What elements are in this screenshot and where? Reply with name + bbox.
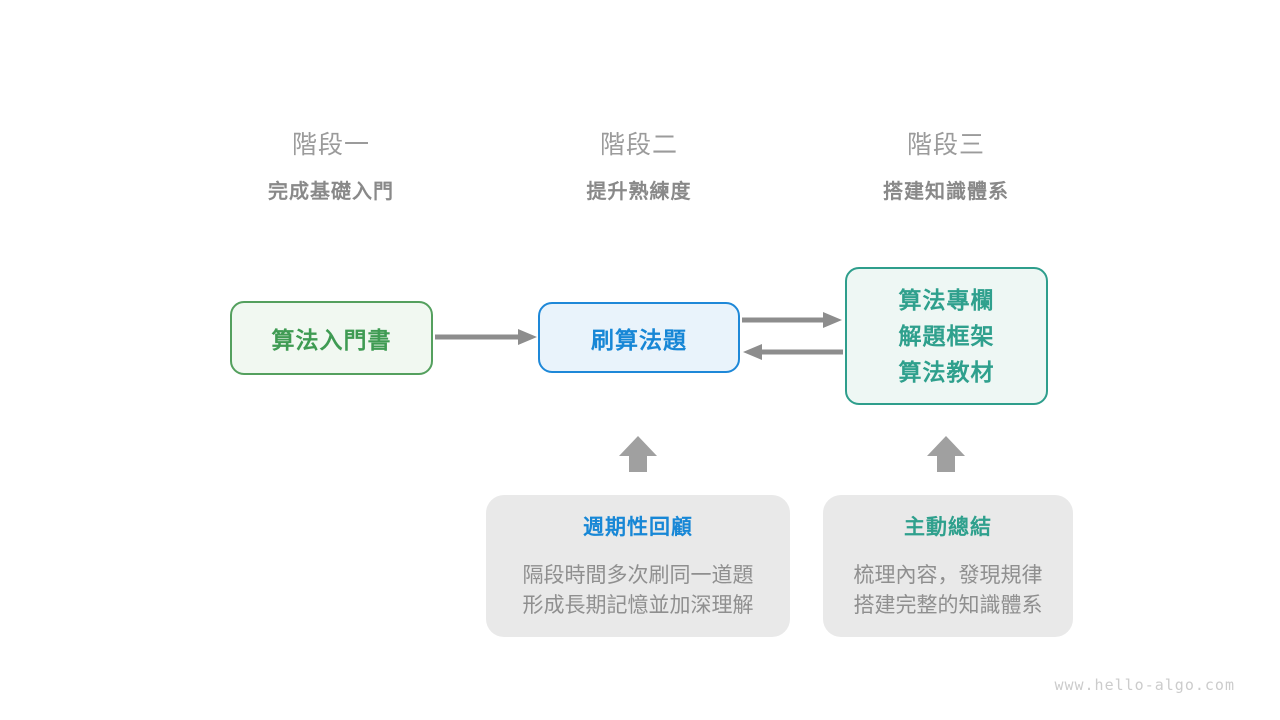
intro-book-box: 算法入門書 — [230, 301, 433, 375]
algorithm-column-label: 算法專欄 — [898, 287, 995, 313]
arrow-right-stage1-to-stage2-icon — [435, 329, 537, 345]
stage2-header: 階段二 提升熟練度 — [587, 130, 692, 204]
stage3-title: 階段三 — [906, 131, 985, 159]
stage1-title: 階段一 — [291, 131, 370, 159]
arrow-left-stage3-to-stage2-icon — [743, 344, 843, 360]
active-summary-line-2: 搭建完整的知識體系 — [853, 594, 1043, 617]
active-summary-title: 主動總結 — [904, 516, 992, 539]
intro-book-label: 算法入門書 — [271, 327, 392, 353]
algorithm-textbook-label: 算法教材 — [898, 359, 995, 385]
stage3-subtitle: 搭建知識體系 — [883, 181, 1009, 203]
periodic-review-note: 週期性回顧 隔段時間多次刷同一道題 形成長期記憶並加深理解 — [486, 495, 790, 637]
stage2-subtitle: 提升熟練度 — [586, 181, 692, 203]
periodic-review-line-1: 隔段時間多次刷同一道題 — [522, 564, 754, 587]
solution-framework-label: 解題框架 — [898, 323, 995, 349]
practice-problems-box: 刷算法題 — [538, 302, 740, 373]
active-summary-note: 主動總結 梳理內容，發現規律 搭建完整的知識體系 — [823, 495, 1073, 637]
active-summary-body: 梳理內容，發現規律 搭建完整的知識體系 — [823, 561, 1073, 621]
arrow-up-review-icon — [619, 436, 657, 472]
practice-problems-label: 刷算法題 — [591, 326, 687, 353]
stage2-title: 階段二 — [599, 131, 678, 159]
stage1-header: 階段一 完成基礎入門 — [268, 130, 394, 204]
arrow-up-summary-icon — [927, 436, 965, 472]
active-summary-line-1: 梳理內容，發現規律 — [853, 564, 1043, 587]
watermark: www.hello-algo.com — [1054, 676, 1235, 694]
periodic-review-body: 隔段時間多次刷同一道題 形成長期記憶並加深理解 — [486, 561, 790, 621]
periodic-review-line-2: 形成長期記憶並加深理解 — [522, 594, 754, 617]
periodic-review-title: 週期性回顧 — [583, 516, 693, 539]
stage3-header: 階段三 搭建知識體系 — [883, 130, 1009, 204]
stage1-subtitle: 完成基礎入門 — [268, 181, 394, 203]
knowledge-resources-box: 算法專欄 解題框架 算法教材 — [845, 267, 1048, 405]
arrow-right-stage2-to-stage3-icon — [742, 312, 842, 328]
